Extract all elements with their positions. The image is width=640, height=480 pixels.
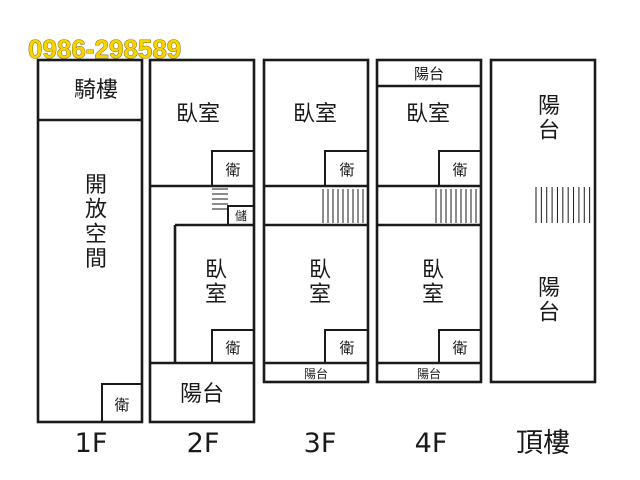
arcade-label: 騎樓	[74, 78, 118, 103]
bedroom-2f-front-label: 臥室	[176, 102, 220, 127]
bath-4f-rear-box	[438, 329, 482, 364]
stairs-2f	[212, 188, 228, 210]
floor-2f-outline	[148, 58, 256, 424]
bedroom-2f-rear-label: 臥室	[205, 258, 227, 308]
balcony-roof-front-label: 陽台	[538, 94, 560, 144]
balcony-roof-rear-label: 陽台	[538, 276, 560, 326]
floor-label-2f: 2F	[187, 428, 220, 459]
floor-1f-outline	[36, 58, 144, 424]
bedroom-3f-rear-label: 臥室	[309, 258, 331, 308]
bath-2f-rear-box	[211, 329, 255, 364]
bath-2f-rear-label: 衛	[225, 339, 240, 357]
floor-roof: 陽台 陽台	[489, 58, 597, 384]
floor-label-roof: 頂樓	[516, 428, 570, 459]
contact-phone: 0986-298589	[28, 34, 181, 64]
storage-2f-label: 儲	[235, 209, 247, 223]
bath-3f-front-box	[324, 150, 369, 187]
bedroom-4f-rear-label: 臥室	[422, 258, 444, 308]
balcony-3f-label: 陽台	[304, 366, 328, 381]
bath-3f-front-label: 衛	[339, 161, 354, 179]
bath-4f-rear-label: 衛	[452, 339, 467, 357]
floor-3f: 臥室 衛 臥室 衛 陽台	[262, 58, 370, 384]
floor-label-4f: 4F	[415, 428, 448, 459]
bath-2f-front-label: 衛	[225, 161, 240, 179]
stairs-4f	[435, 189, 482, 223]
bath-1f-label: 衛	[114, 396, 129, 414]
floor-label-3f: 3F	[304, 428, 337, 459]
bath-3f-rear-box	[324, 329, 369, 364]
balcony-4f-rear-label: 陽台	[417, 366, 441, 381]
bedroom-3f-front-label: 臥室	[293, 102, 337, 127]
bath-1f-box	[101, 383, 143, 423]
floor-4f: 陽台 臥室 衛 臥室 衛 陽台	[375, 58, 483, 384]
floor-1f: 騎樓 開放空間 衛	[36, 58, 144, 424]
balcony-2f-label: 陽台	[180, 382, 224, 407]
bedroom-4f-front-label: 臥室	[406, 102, 450, 127]
floor-2f: 臥室 衛 儲 臥室 衛 陽台	[148, 58, 256, 424]
storage-2f-box	[227, 205, 255, 226]
bath-3f-rear-label: 衛	[339, 339, 354, 357]
stairs-roof	[535, 187, 596, 223]
bath-4f-front-box	[438, 150, 482, 187]
floor-label-1f: 1F	[75, 428, 108, 459]
balcony-4f-front-label: 陽台	[414, 65, 444, 83]
bath-4f-front-label: 衛	[452, 161, 467, 179]
bath-2f-front-box	[211, 150, 255, 187]
open-space-label: 開放空間	[85, 173, 107, 272]
stairs-3f	[322, 189, 369, 223]
